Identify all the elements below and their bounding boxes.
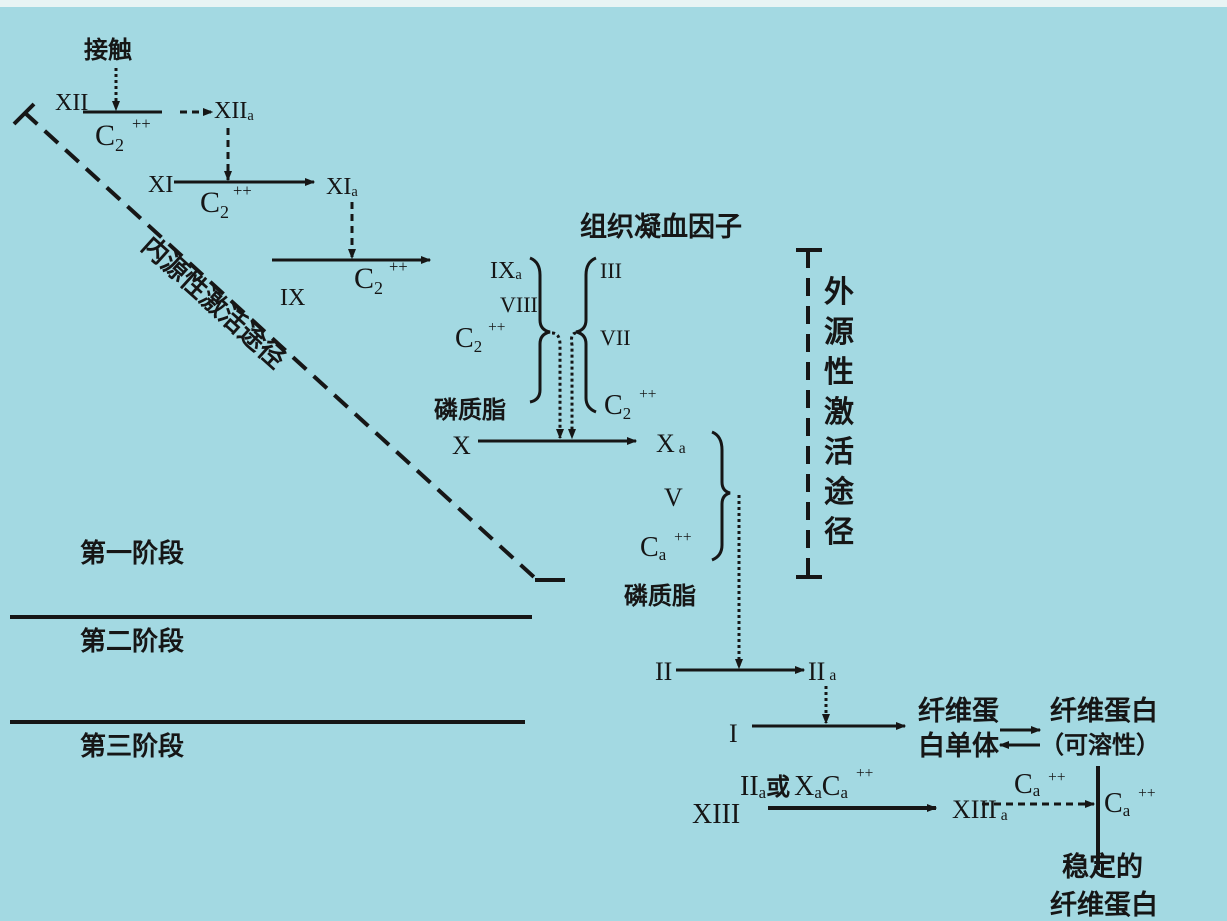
phospholipid-label: 磷质脂 <box>624 582 696 610</box>
factor-XIII: XIII <box>692 799 740 830</box>
calcium-label: C2++ <box>200 181 252 222</box>
tissue-factor-label: 组织凝血因子 <box>580 211 742 243</box>
left-group-brace <box>529 256 551 404</box>
svg-text:活: 活 <box>824 435 854 470</box>
right-group-brace <box>575 256 597 414</box>
factor-V: V <box>664 483 683 512</box>
calcium-label: C2++ <box>95 114 151 155</box>
stage-1-label: 第一阶段 <box>80 538 184 569</box>
intrinsic-top-cap <box>12 102 36 126</box>
stable-fibrin-label: 稳定的 <box>1062 851 1143 883</box>
factor-I: I <box>729 719 738 748</box>
svg-text:激: 激 <box>824 395 854 430</box>
factor-XI: XI <box>148 172 173 198</box>
factor-III: III <box>600 258 622 283</box>
prothrombinase-brace <box>711 430 731 562</box>
left-group-dotted-arrow <box>551 331 560 438</box>
calcium-label: C2++ <box>354 257 408 298</box>
factor-VIII: VIII <box>500 292 538 317</box>
calcium-label: Ca++ <box>640 529 692 564</box>
factor-IX: IX <box>280 285 305 311</box>
svg-text:径: 径 <box>824 515 854 550</box>
top-paper-edge <box>0 0 1227 7</box>
calcium-label: C2++ <box>455 319 505 356</box>
fibrin-monomer-label: 纤维蛋 <box>918 696 999 727</box>
soluble-fibrin-label: （可溶性） <box>1040 731 1160 759</box>
intrinsic-pathway-bracket <box>22 110 537 580</box>
calcium-label: Ca++ <box>1014 769 1066 800</box>
svg-text:途: 途 <box>824 475 855 510</box>
factor-VII: VII <box>600 325 631 350</box>
factor-X: X <box>452 431 471 460</box>
stage-2-label: 第二阶段 <box>80 626 184 657</box>
intrinsic-pathway-label: 内源性激活途径 <box>135 230 291 375</box>
calcium-label: Ca++ <box>1104 785 1156 820</box>
factor-XIIa: XIIa <box>214 98 254 124</box>
phospholipid-label: 磷质脂 <box>434 396 506 424</box>
stable-fibrin-label: 纤维蛋白 <box>1050 889 1158 921</box>
extrinsic-pathway-label: 外 源 性 激 活 途 径 <box>824 275 855 550</box>
svg-text:外: 外 <box>824 275 854 310</box>
svg-text:性: 性 <box>824 355 854 390</box>
factor-XIa: XIa <box>326 174 358 200</box>
contact-label: 接触 <box>84 36 132 64</box>
svg-text:源: 源 <box>824 315 854 350</box>
calcium-label: C2++ <box>604 386 656 423</box>
stage-3-label: 第三阶段 <box>80 731 184 762</box>
fibrin-monomer-label: 白单体 <box>918 730 1000 762</box>
factor-XII: XII <box>55 90 88 116</box>
right-group-dotted-arrow <box>572 331 577 438</box>
factor-IXa: IXa <box>490 258 522 284</box>
factor-II: II <box>655 657 672 686</box>
soluble-fibrin-label: 纤维蛋白 <box>1050 695 1158 727</box>
